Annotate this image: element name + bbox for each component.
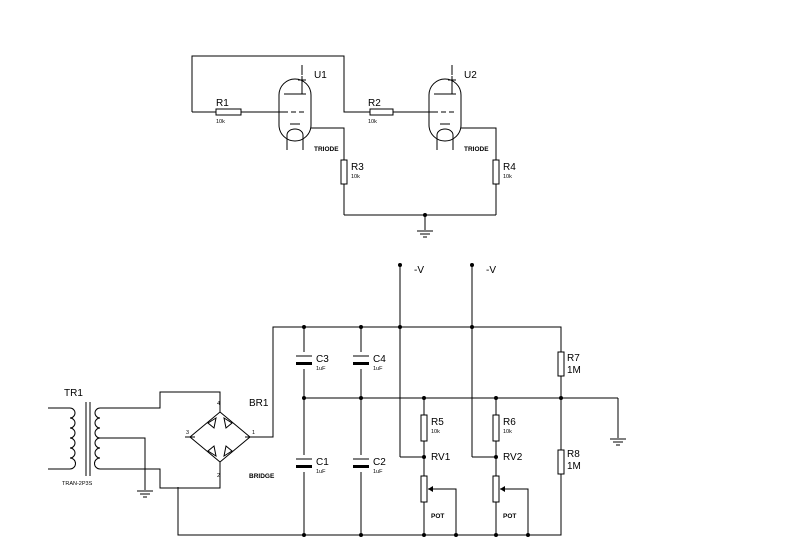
svg-text:RV1: RV1 [431,452,451,463]
neg-rail-label-1: -V [414,265,424,276]
svg-text:U1: U1 [314,70,327,81]
svg-text:10k: 10k [503,174,512,180]
svg-text:C2: C2 [373,457,386,468]
potentiometer-rv1[interactable]: RV1 POT [420,452,451,520]
svg-text:1uF: 1uF [316,469,326,475]
resistor-r8[interactable]: R8 1M [557,449,581,475]
resistor-r2[interactable]: R2 10k [368,98,394,125]
svg-text:10k: 10k [216,119,225,125]
svg-text:C4: C4 [373,354,386,365]
svg-text:C3: C3 [316,354,329,365]
capacitor-c4[interactable]: C4 1uF [353,354,386,372]
capacitor-c2[interactable]: C2 1uF [353,457,386,475]
svg-text:TRAN-2P3S: TRAN-2P3S [62,481,93,487]
svg-text:R3: R3 [351,162,364,173]
resistor-r7[interactable]: R7 1M [557,351,581,377]
triode-u2[interactable]: U2 TRIODE [426,70,489,153]
svg-text:4: 4 [217,401,220,407]
top-wiring [191,55,497,230]
svg-text:U2: U2 [464,70,477,81]
potentiometer-rv2[interactable]: RV2 POT [492,452,523,520]
svg-text:1uF: 1uF [373,366,383,372]
svg-text:POT: POT [503,513,516,520]
svg-text:3: 3 [186,430,189,436]
svg-text:1: 1 [252,430,255,436]
svg-text:R5: R5 [431,417,444,428]
ground-symbol-top [417,230,433,238]
svg-text:POT: POT [431,513,444,520]
svg-text:TRIODE: TRIODE [314,146,339,153]
bridge-rectifier-br1[interactable]: BR1 BRIDGE 4 2 3 1 [186,398,275,480]
svg-text:R8: R8 [567,449,580,460]
svg-text:10k: 10k [351,174,360,180]
junction-dots [302,263,563,537]
neg-rail-label-2: -V [486,265,496,276]
svg-text:C1: C1 [316,457,329,468]
svg-text:TR1: TR1 [64,388,83,399]
capacitor-c1[interactable]: C1 1uF [296,457,329,475]
resistor-r4[interactable]: R4 10k [492,159,516,185]
svg-text:R2: R2 [368,98,381,109]
ground-symbol-right [610,438,626,446]
svg-text:1uF: 1uF [316,366,326,372]
ground-symbol-transformer [137,490,153,498]
capacitor-c3[interactable]: C3 1uF [296,354,329,372]
resistor-r6[interactable]: R6 10k [492,414,516,442]
svg-text:1uF: 1uF [373,469,383,475]
svg-text:BR1: BR1 [249,398,269,409]
svg-text:2: 2 [217,473,220,479]
supply-wiring [48,265,619,536]
svg-text:1M: 1M [567,461,581,472]
svg-text:R4: R4 [503,162,516,173]
svg-text:R1: R1 [216,98,229,109]
svg-text:BRIDGE: BRIDGE [249,473,275,480]
junction-dot [423,213,427,217]
svg-text:RV2: RV2 [503,452,523,463]
svg-text:10k: 10k [368,119,377,125]
svg-text:TRIODE: TRIODE [464,146,489,153]
transformer-tr1[interactable]: TR1 TRAN-2P3S [62,388,101,487]
svg-text:1M: 1M [567,365,581,376]
resistor-r5[interactable]: R5 10k [420,414,444,442]
svg-text:R6: R6 [503,417,516,428]
svg-text:R7: R7 [567,353,580,364]
resistor-r3[interactable]: R3 10k [340,159,364,185]
resistor-r1[interactable]: R1 10k [215,98,242,125]
svg-text:10k: 10k [503,429,512,435]
svg-text:10k: 10k [431,429,440,435]
triode-u1[interactable]: U1 TRIODE [272,70,339,153]
